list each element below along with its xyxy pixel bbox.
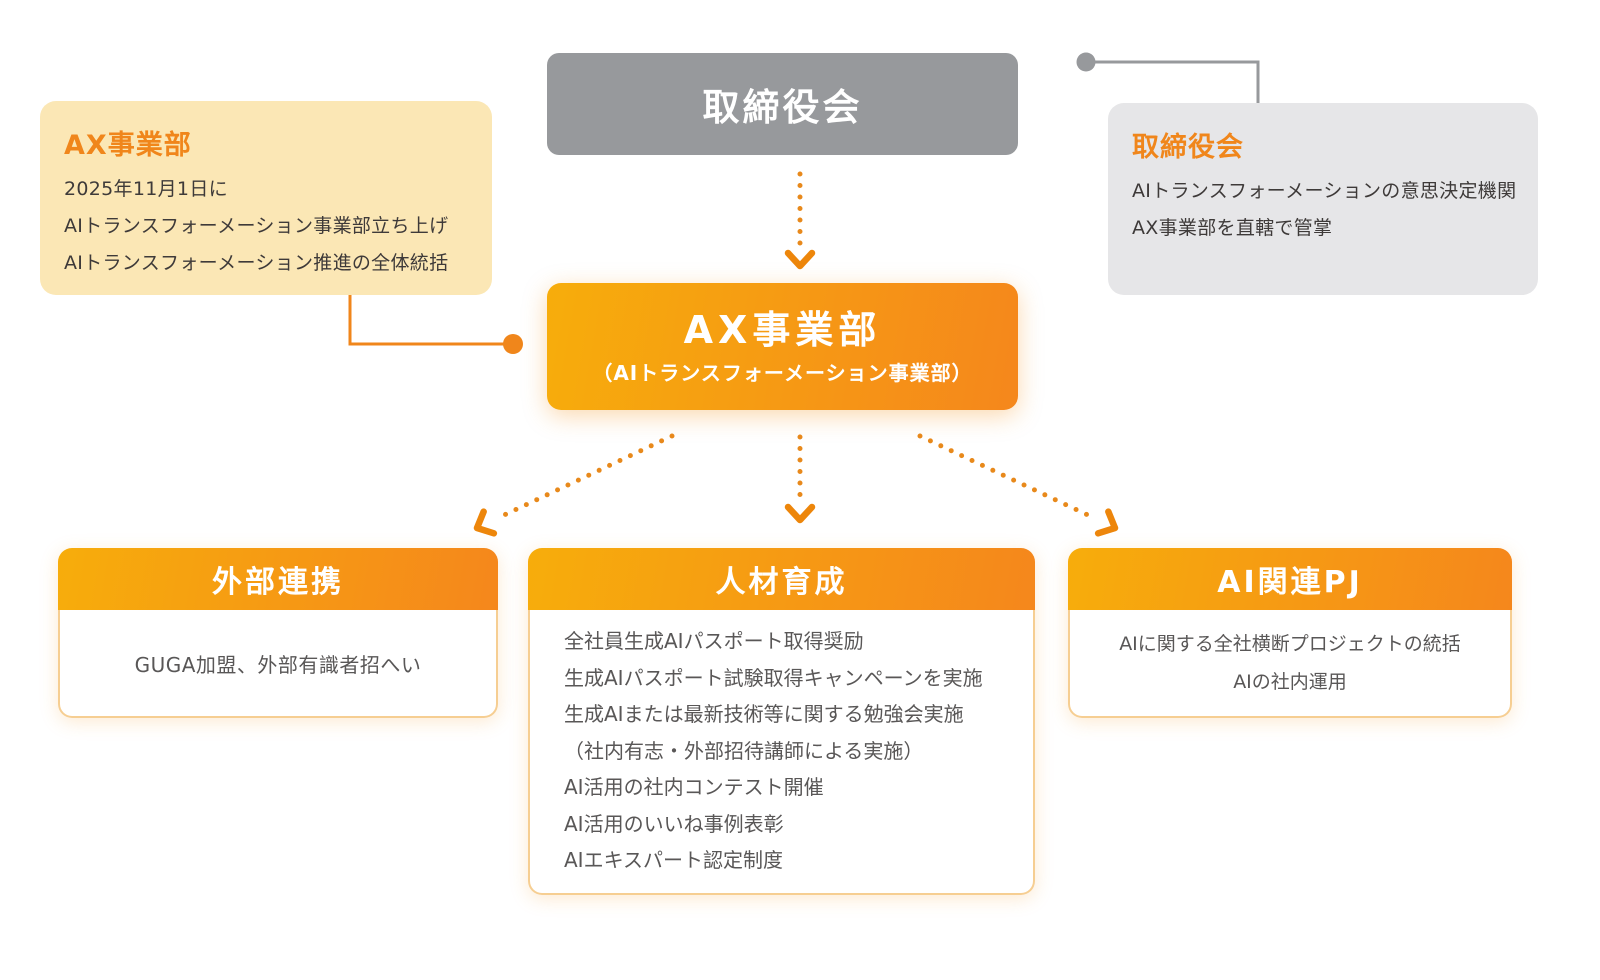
card-ai-projects-line: AIの社内運用 — [1233, 671, 1347, 693]
callout-ax-title: AX事業部 — [64, 130, 192, 161]
card-external-title: 外部連携 — [212, 565, 344, 600]
callout-board-line: AX事業部を直轄で管掌 — [1132, 217, 1333, 239]
card-talent-header: 人材育成 — [528, 548, 1035, 610]
card-talent-line: AI活用の社内コンテスト開催 — [564, 775, 824, 799]
arrow-ax-to-talent — [784, 434, 816, 524]
card-talent-line: AIエキスパート認定制度 — [564, 848, 783, 872]
card-external-cooperation: 外部連携 GUGA加盟、外部有識者招へい — [58, 548, 498, 718]
node-board-label: 取締役会 — [702, 86, 863, 129]
callout-board-line: AIトランスフォーメーションの意思決定機関 — [1132, 180, 1517, 202]
card-talent-line: 生成AIまたは最新技術等に関する勉強会実施 — [564, 702, 964, 726]
arrowhead-down-right-icon — [1094, 508, 1119, 537]
node-ax-division: AX事業部 （AIトランスフォーメーション事業部） — [547, 283, 1018, 410]
card-external-body: GUGA加盟、外部有識者招へい — [58, 610, 498, 718]
connector-dot-orange — [503, 334, 523, 354]
connector-dot-gray — [1076, 52, 1096, 72]
card-ai-projects: AI関連PJ AIに関する全社横断プロジェクトの統括 AIの社内運用 — [1068, 548, 1512, 718]
card-talent-body: 全社員生成AIパスポート取得奨励 生成AIパスポート試験取得キャンペーンを実施 … — [528, 610, 1035, 895]
callout-board: 取締役会 AIトランスフォーメーションの意思決定機関 AX事業部を直轄で管掌 — [1108, 103, 1538, 295]
arrow-board-to-ax — [784, 171, 816, 270]
card-ai-projects-line: AIに関する全社横断プロジェクトの統括 — [1119, 633, 1461, 655]
arrow-ax-to-projects — [917, 433, 1119, 537]
arrowhead-down-left-icon — [473, 508, 498, 537]
arrowhead-down-icon — [784, 503, 816, 524]
card-talent-title: 人材育成 — [715, 565, 848, 600]
card-talent-line: AI活用のいいね事例表彰 — [564, 811, 784, 836]
connector-left-callout-to-ax — [348, 294, 523, 354]
arrow-ax-to-external — [473, 433, 675, 537]
card-external-line: GUGA加盟、外部有識者招へい — [134, 652, 422, 677]
callout-board-title: 取締役会 — [1132, 132, 1244, 163]
card-ai-projects-header: AI関連PJ — [1068, 548, 1512, 610]
arrowhead-down-icon — [784, 249, 816, 270]
card-talent-line: 全社員生成AIパスポート取得奨励 — [564, 629, 864, 653]
callout-ax-line: 2025年11月1日に — [64, 178, 228, 200]
node-ax-title: AX事業部 — [683, 307, 882, 352]
callout-ax-line: AIトランスフォーメーション推進の全体統括 — [64, 252, 449, 274]
card-ai-projects-title: AI関連PJ — [1217, 565, 1363, 600]
connector-board-to-right-callout — [1076, 52, 1260, 105]
callout-ax-division: AX事業部 2025年11月1日に AIトランスフォーメーション事業部立ち上げ … — [40, 101, 492, 295]
card-external-header: 外部連携 — [58, 548, 498, 610]
card-talent-line: 生成AIパスポート試験取得キャンペーンを実施 — [564, 665, 983, 690]
card-talent-line: （社内有志・外部招待講師による実施） — [564, 738, 924, 763]
callout-ax-line: AIトランスフォーメーション事業部立ち上げ — [64, 215, 449, 237]
node-ax-subtitle: （AIトランスフォーメーション事業部） — [592, 360, 973, 385]
node-board-of-directors: 取締役会 — [547, 53, 1018, 155]
card-ai-projects-body: AIに関する全社横断プロジェクトの統括 AIの社内運用 — [1068, 610, 1512, 718]
card-talent-development: 人材育成 全社員生成AIパスポート取得奨励 生成AIパスポート試験取得キャンペー… — [528, 548, 1035, 895]
